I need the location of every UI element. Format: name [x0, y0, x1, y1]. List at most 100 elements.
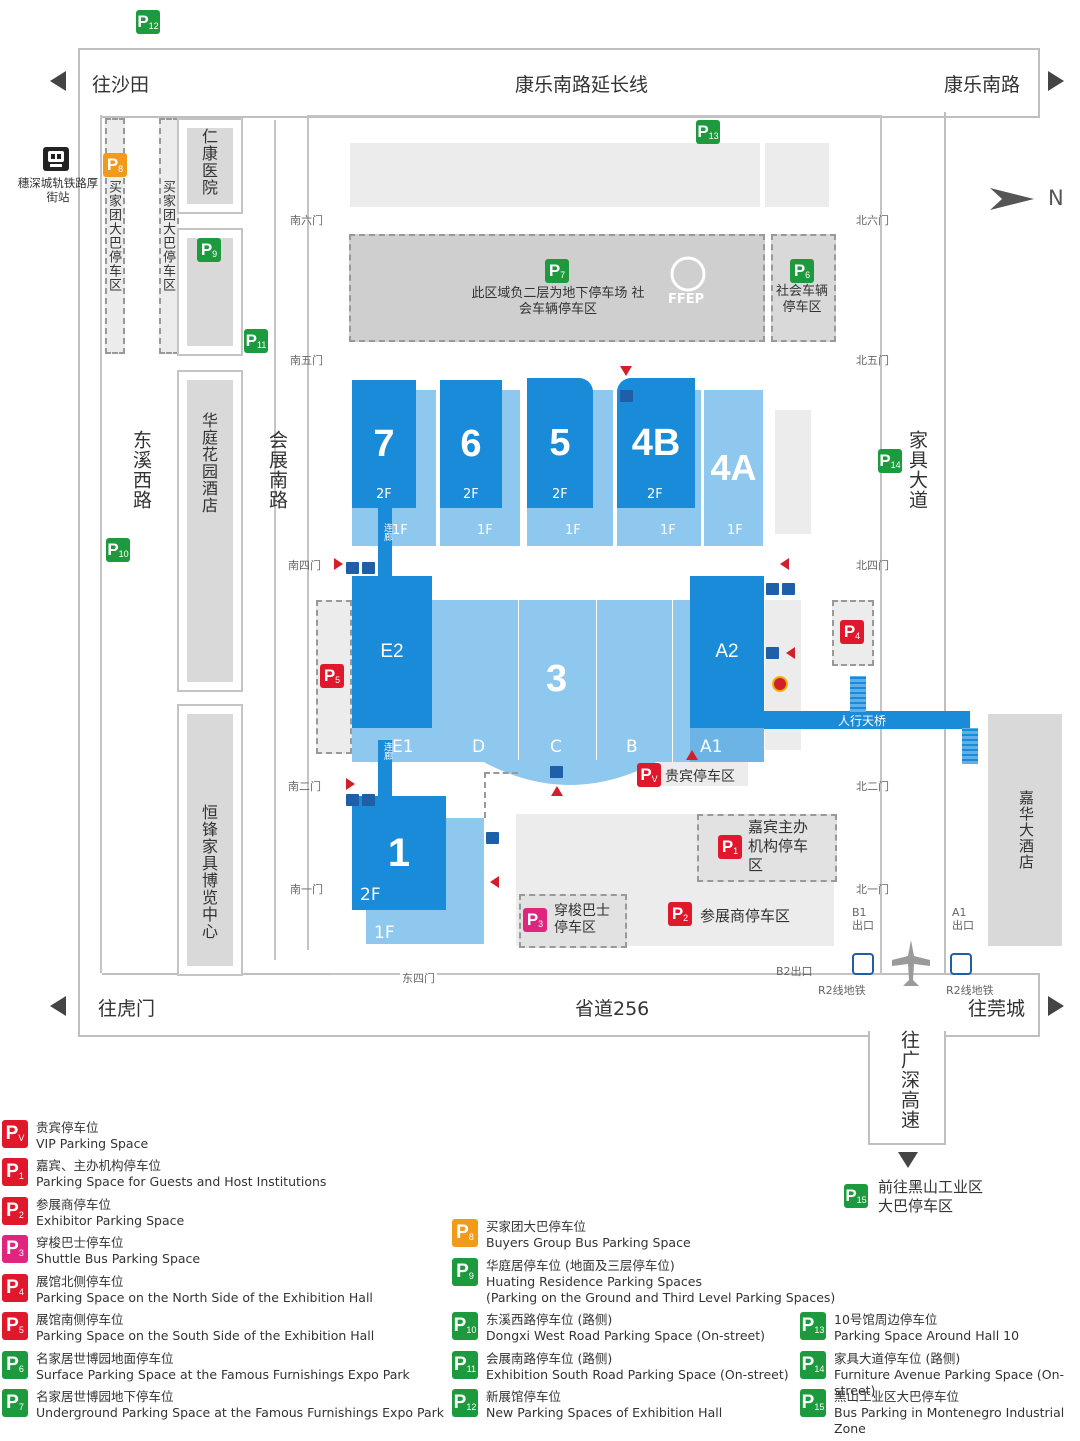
legend-en: Surface Parking Space at the Famous Furn…	[36, 1367, 410, 1382]
entry-arrow-icon	[490, 876, 499, 888]
gate-n6: 北六门	[856, 214, 889, 227]
hall-b-label: B	[626, 737, 638, 757]
accessible-icon	[766, 583, 779, 595]
hall-7: 7	[352, 380, 416, 508]
hall-c-label: C	[550, 737, 562, 757]
venue-boundary-bottom	[330, 973, 880, 975]
ffep-logo-icon	[670, 256, 706, 292]
elevator-icon	[362, 794, 375, 806]
p7-area-label: 此区域负二层为地下停车场 社会车辆停车区	[471, 286, 645, 317]
legend-en: Parking Space on the South Side of the E…	[36, 1328, 375, 1343]
legend-cn: 新展馆停车位	[486, 1389, 562, 1404]
hall-a2: A2	[690, 576, 764, 728]
shuttle-parking-label: 穿梭巴士停车区	[554, 903, 610, 936]
legend-en: Exhibitor Parking Space	[36, 1213, 185, 1228]
guest-parking-label: 嘉宾主办机构停车区	[748, 818, 809, 874]
legend-text: 华庭居停车位 (地面及三层停车位)Huating Residence Parki…	[486, 1258, 835, 1306]
legend-en: Dongxi West Road Parking Space (On-stree…	[486, 1328, 765, 1343]
metro-station-icon	[43, 147, 69, 171]
gate-s1: 南一门	[290, 883, 323, 896]
hall-a1-label-over: A1	[700, 737, 723, 757]
renkang-hospital	[177, 118, 243, 214]
road-kangle-south: 康乐南路	[944, 74, 1021, 96]
legend-en: Parking Space for Guests and Host Instit…	[36, 1174, 327, 1189]
buyers-bus-label-1: 买家团大巴停车区	[106, 180, 121, 292]
exit-b1: B1出口	[852, 906, 874, 932]
entry-arrow-up-icon	[551, 786, 563, 796]
buyers-bus-area-1	[105, 118, 125, 354]
north-building-strip-2	[765, 143, 829, 207]
legend-cn: 展馆南侧停车位	[36, 1312, 124, 1327]
road-to-humen: 往虎门	[98, 998, 156, 1020]
legend-cn: 贵宾停车位	[36, 1120, 99, 1135]
dongxi-road-line-left	[100, 115, 102, 973]
legend-cn: 名家居世博园地下停车位	[36, 1389, 174, 1404]
arrow-left-shatian-icon	[50, 71, 66, 91]
hall-7-1f-label: 1F	[392, 523, 408, 538]
accessible-icon	[620, 390, 633, 402]
road-dongxi-west: 东溪西路	[130, 430, 152, 510]
legend-en: Parking Space on the North Side of the E…	[36, 1290, 373, 1305]
skybridge-label: 人行天桥	[838, 714, 887, 728]
heishan-bus-label: 前往黑山工业区大巴停车区	[878, 1178, 984, 1215]
hall-3-front-curve	[480, 760, 660, 785]
gate-n1: 北一门	[856, 883, 889, 896]
link-label-top: 连廊	[382, 523, 392, 541]
hall-d-label: D	[472, 737, 486, 757]
legend-text: 东溪西路停车位 (路侧)Dongxi West Road Parking Spa…	[486, 1312, 765, 1344]
link-corridor-bottom	[378, 740, 392, 798]
buyers-bus-label-2: 买家团大巴停车区	[160, 180, 175, 292]
gate-n4: 北四门	[856, 559, 889, 572]
huating-hotel	[177, 370, 243, 692]
legend-cn: 家具大道停车位 (路侧)	[834, 1351, 961, 1366]
legend-cn: 华庭居停车位 (地面及三层停车位)	[486, 1258, 675, 1273]
hall-e1-label-over: E1	[392, 737, 414, 757]
vip-parking-area	[660, 762, 748, 786]
arrow-down-guangshen-icon	[898, 1152, 918, 1168]
accessible-icon	[346, 562, 359, 574]
hengfeng-label: 恒锋家具博览中心	[199, 804, 218, 940]
legend-en: Furniture Avenue Parking Space (On-stree…	[834, 1367, 1065, 1398]
legend-en-2: (Parking on the Ground and Third Level P…	[486, 1290, 836, 1305]
gate-n2: 北二门	[856, 780, 889, 793]
entry-arrow-up-icon	[686, 750, 698, 760]
legend-text: 家具大道停车位 (路侧)Furniture Avenue Parking Spa…	[834, 1351, 1080, 1399]
skybridge	[764, 711, 970, 729]
dongxi-road-line-right	[274, 120, 276, 960]
entry-arrow-down-icon	[620, 366, 632, 376]
metro-r2-right: R2线地铁	[946, 984, 994, 997]
arrow-right-kangle-icon	[1048, 71, 1064, 91]
jiahua-hotel	[988, 714, 1062, 946]
legend-cn: 展馆北侧停车位	[36, 1274, 124, 1289]
